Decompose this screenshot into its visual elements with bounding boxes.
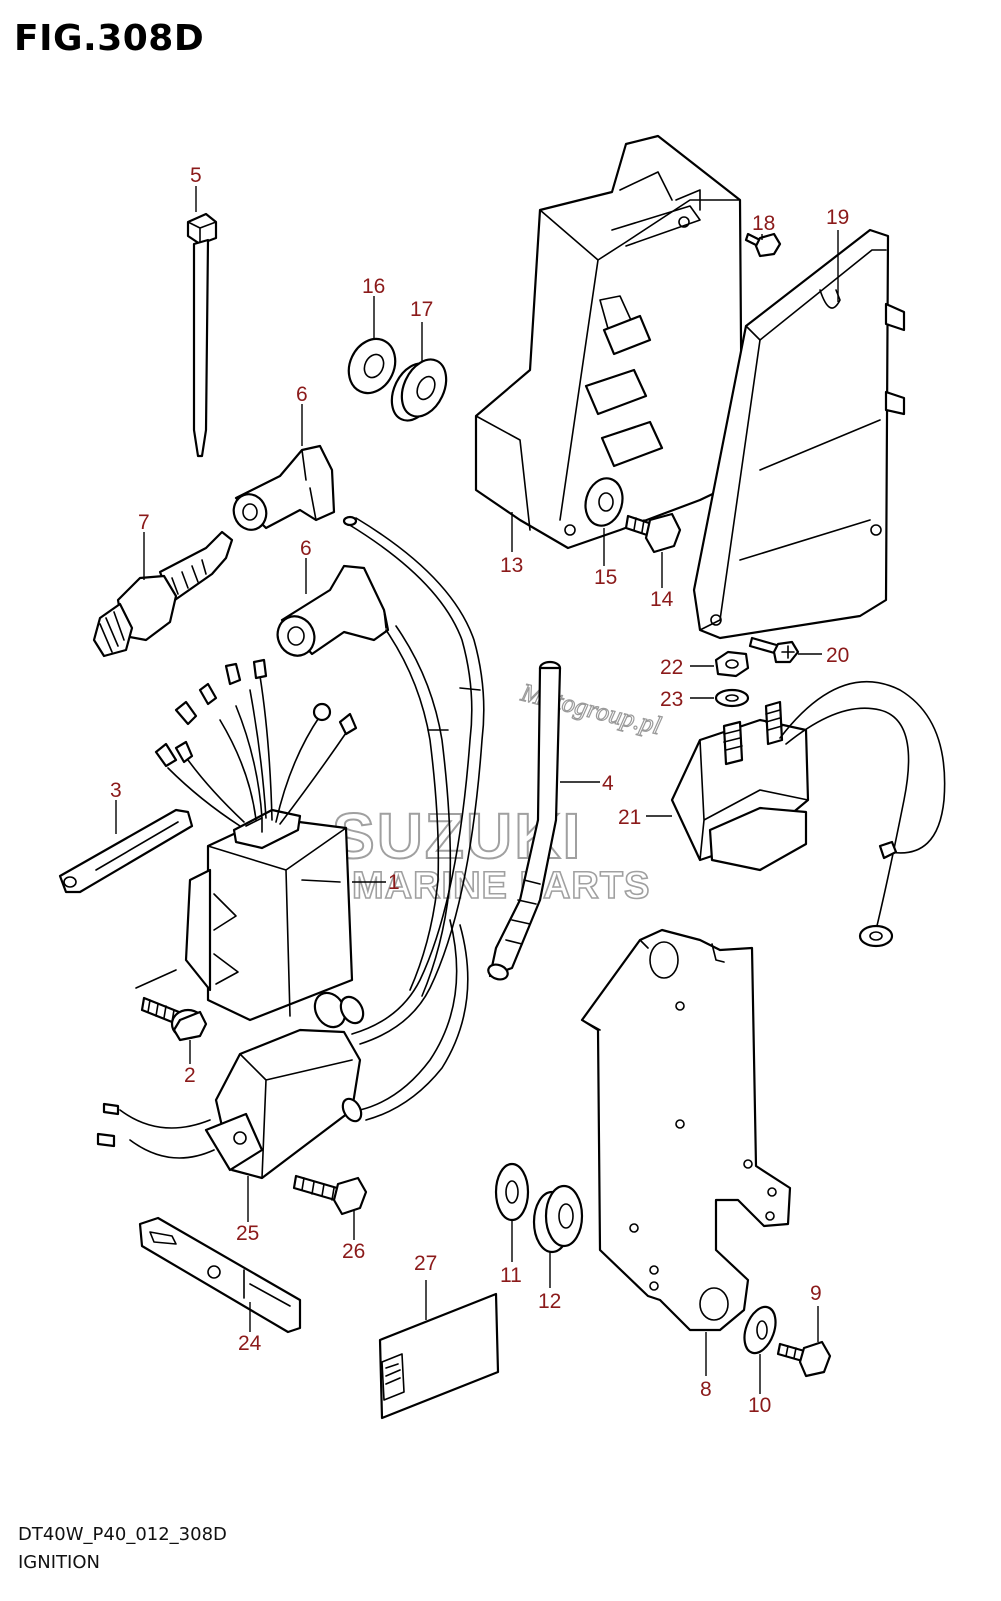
starter-relay-part [670, 680, 946, 948]
callout-23: 23 [660, 688, 683, 711]
callout-16: 16 [362, 275, 385, 298]
callout-11: 11 [500, 1264, 522, 1287]
callout-8: 8 [700, 1378, 712, 1401]
cable-tie-part [186, 212, 218, 458]
cover-part-19 [692, 228, 906, 640]
callout-15: 15 [594, 566, 617, 589]
washer-part-10 [743, 1305, 777, 1355]
strip-part-24 [138, 1216, 302, 1334]
high-tension-cords [342, 515, 485, 1121]
callout-22: 22 [660, 656, 683, 679]
screw-part-18 [744, 232, 782, 258]
callout-numbers: 5 16 17 6 6 7 3 1 2 4 13 15 14 18 19 20 … [110, 164, 849, 1417]
watermark: Motogroup.pl SUZUKI MARINE PARTS [331, 677, 665, 908]
leader-lines [115, 186, 839, 1394]
callout-26: 26 [342, 1240, 365, 1263]
bolt-part-26 [292, 1174, 368, 1216]
figure-title: FIG.308D [14, 18, 205, 59]
clamp-part-3 [58, 808, 194, 894]
label-part-27 [378, 1292, 500, 1420]
callout-6-lower: 6 [300, 537, 312, 560]
callout-5: 5 [190, 164, 202, 187]
washer-part-23 [714, 688, 750, 708]
callout-12: 12 [538, 1290, 561, 1313]
ignition-coil-part [96, 991, 365, 1180]
callout-1: 1 [388, 871, 400, 894]
callout-13: 13 [500, 554, 523, 577]
spark-plug-part [92, 530, 234, 658]
case-part-13 [474, 134, 744, 550]
callout-6-upper: 6 [296, 383, 308, 406]
callout-9: 9 [810, 1282, 822, 1305]
callout-3: 3 [110, 779, 122, 802]
bolt-part-2 [135, 969, 208, 1042]
callout-25: 25 [236, 1222, 259, 1245]
cdi-unit-part [154, 658, 358, 1022]
callout-19: 19 [826, 206, 849, 229]
tube-part-4 [487, 660, 562, 981]
watermark-subtitle: MARINE PARTS [352, 865, 650, 907]
callout-4: 4 [602, 772, 614, 795]
callout-10: 10 [748, 1394, 771, 1417]
bolt-part-14 [624, 512, 682, 554]
nut-part-22 [714, 650, 750, 678]
washer-part-15 [584, 477, 624, 527]
callout-17: 17 [410, 298, 433, 321]
callout-27: 27 [414, 1252, 437, 1275]
grommet-part-17 [390, 358, 448, 422]
washer-part-16 [347, 337, 397, 395]
bracket-part-8 [580, 928, 792, 1332]
callout-20: 20 [826, 644, 849, 667]
bolt-part-9 [776, 1340, 832, 1378]
screw-part-20 [748, 636, 800, 664]
callout-2: 2 [184, 1064, 196, 1087]
callout-21: 21 [618, 806, 641, 829]
plug-cap-part-upper [232, 444, 336, 531]
callout-18: 18 [752, 212, 775, 235]
callout-24: 24 [238, 1332, 262, 1355]
callout-7: 7 [138, 511, 150, 534]
callout-14: 14 [650, 588, 674, 611]
grommet-part-12 [532, 1184, 584, 1254]
figure-code: DT40W_P40_012_308D [18, 1524, 227, 1545]
washer-part-11 [494, 1162, 530, 1222]
plug-cap-part-lower [276, 564, 390, 657]
figure-name: IGNITION [18, 1552, 100, 1573]
